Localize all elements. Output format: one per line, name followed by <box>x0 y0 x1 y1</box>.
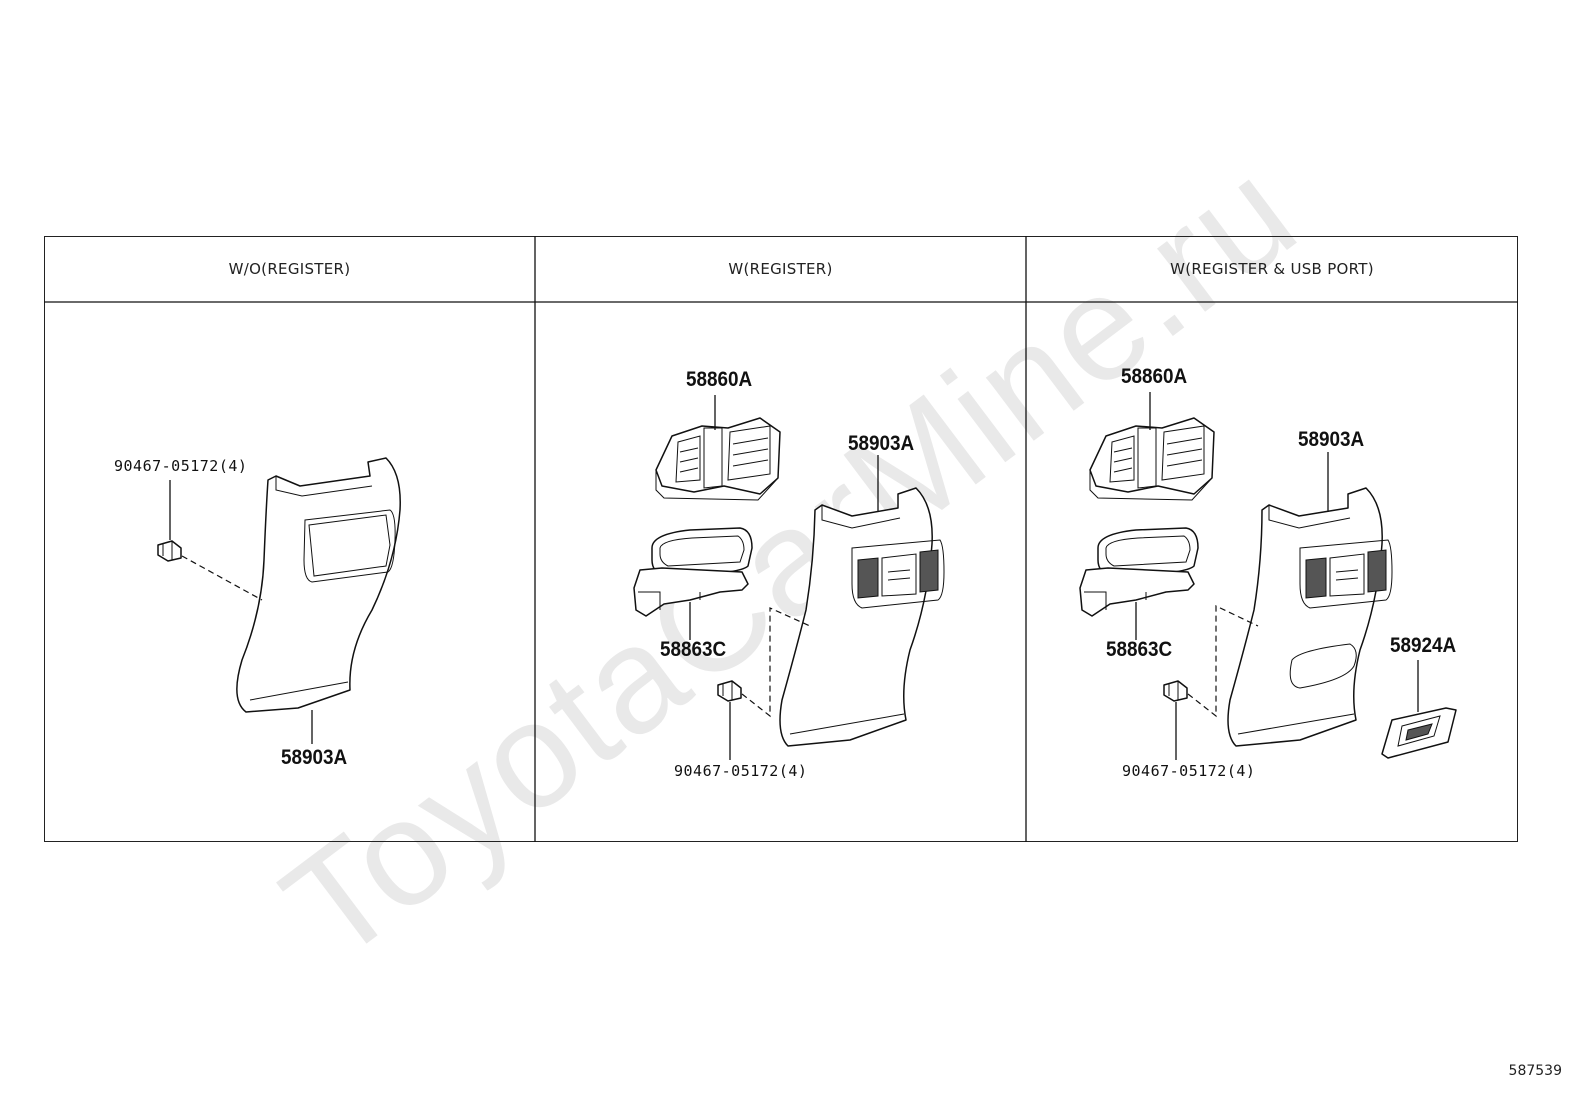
label-clip-col2: 90467-05172(4) <box>674 762 808 780</box>
rear-console-panel-col1 <box>236 457 401 713</box>
usb-port-col3 <box>1381 707 1457 759</box>
header-with-register: W(REGISTER) <box>728 260 833 278</box>
air-register-col3 <box>1089 417 1215 501</box>
label-box-col3: 58863C <box>1106 638 1173 661</box>
storage-box-col3 <box>1079 527 1199 617</box>
label-usb-col3: 58924A <box>1390 634 1457 657</box>
header-without-register: W/O(REGISTER) <box>228 260 351 278</box>
label-box-col2: 58863C <box>660 638 727 661</box>
dashed-line-clip-col2 <box>741 607 811 718</box>
dashed-line-clip-col1 <box>181 555 263 601</box>
label-clip-col1: 90467-05172(4) <box>114 457 248 475</box>
label-register-col2: 58860A <box>686 368 753 391</box>
label-panel-col1: 58903A <box>281 746 348 769</box>
label-panel-col3: 58903A <box>1298 428 1365 451</box>
label-clip-col3: 90467-05172(4) <box>1122 762 1256 780</box>
clip-col2 <box>717 680 742 702</box>
header-with-register-usb: W(REGISTER & USB PORT) <box>1170 260 1374 278</box>
air-register-col2 <box>655 417 781 501</box>
rear-console-panel-col3 <box>1227 487 1393 747</box>
diagram-frame <box>44 236 1518 842</box>
clip-col1 <box>157 540 182 562</box>
document-id: 587539 <box>1508 1063 1562 1079</box>
label-register-col3: 58860A <box>1121 365 1188 388</box>
clip-col3 <box>1163 680 1188 702</box>
rear-console-panel-col2 <box>779 487 945 747</box>
label-panel-col2: 58903A <box>848 432 915 455</box>
dashed-line-clip-col3 <box>1187 605 1259 718</box>
storage-box-col2 <box>633 527 753 617</box>
